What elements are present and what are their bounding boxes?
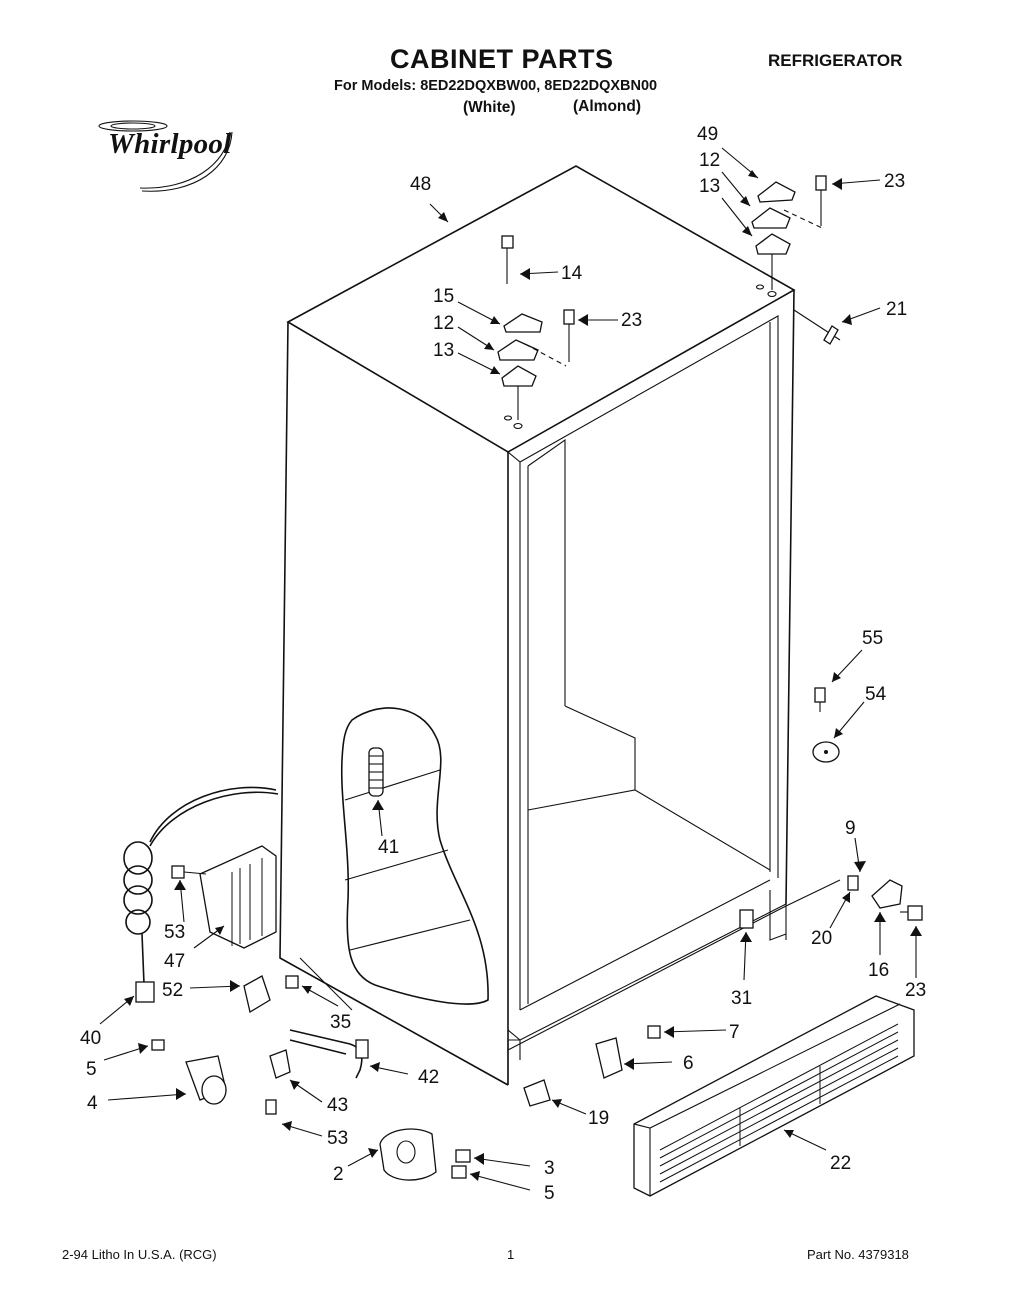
bracket-6 [595,1025,661,1079]
brand-logo-swoosh [98,120,233,192]
right-bottom-brackets [739,875,923,929]
center-top-hinge-assembly [497,235,575,430]
plug-21 [823,325,839,345]
callout-42: 42 [418,1067,439,1088]
cabinet-body [279,165,841,1086]
side-panel-cutaway [340,707,489,1005]
callout-labels: 48 49 12 13 23 14 15 12 13 23 21 55 54 4… [80,124,926,1204]
callout-48: 48 [410,174,431,195]
callout-41: 41 [378,837,399,858]
power-cord-40 [123,786,279,1003]
callout-23-lower: 23 [905,980,926,1001]
callout-9: 9 [845,818,856,839]
callout-53-lower: 53 [327,1128,348,1149]
clip-19 [523,1079,551,1107]
stop-54 [812,741,840,763]
page-title: CABINET PARTS [390,44,614,74]
callout-49: 49 [697,124,718,145]
callout-12-upper: 12 [699,150,720,171]
callout-2: 2 [333,1164,344,1185]
upper-right-hinge-assembly [751,175,827,298]
callout-23-upper: 23 [884,171,905,192]
callout-47: 47 [164,951,185,972]
callout-22: 22 [830,1153,851,1174]
callout-55: 55 [862,628,883,649]
callout-5-left: 5 [86,1059,97,1080]
part-number: Part No. 4379318 [807,1247,909,1262]
callout-4: 4 [87,1093,98,1114]
callout-3: 3 [544,1158,555,1179]
callout-35: 35 [330,1012,351,1033]
leader-lines [99,147,922,1191]
spring-41 [368,747,384,797]
callout-19: 19 [588,1108,609,1129]
callout-14: 14 [561,263,583,284]
bracket-52 [243,975,299,1014]
callout-16: 16 [868,960,889,981]
callout-20: 20 [811,928,832,949]
callout-43: 43 [327,1095,348,1116]
callout-53-upper: 53 [164,922,185,943]
page-number: 1 [507,1247,515,1262]
callout-40: 40 [80,1028,101,1049]
callout-13-upper: 13 [699,176,720,197]
water-tube-42 [265,1029,369,1115]
callout-31: 31 [731,988,752,1009]
callout-7: 7 [729,1022,740,1043]
callout-23-center: 23 [621,310,642,331]
callout-6: 6 [683,1053,694,1074]
leveling-screw-55 [814,687,826,712]
model-numbers: For Models: 8ED22DQXBW00, 8ED22DQXBN00 [334,78,658,94]
callout-12-center: 12 [433,313,454,334]
caster-bracket-2 [379,1128,471,1181]
callout-21: 21 [886,299,907,320]
toe-grille-22 [633,995,915,1197]
caster-4 [151,1039,227,1105]
variant-white-label: (White) [463,99,516,116]
electrical-box-47 [171,845,277,949]
print-info: 2-94 Litho In U.S.A. (RCG) [62,1247,217,1262]
callout-15: 15 [433,286,454,307]
callout-54: 54 [865,684,887,705]
brand-logo: Whirlpool [108,128,232,160]
callout-5-right: 5 [544,1183,555,1204]
callout-52: 52 [162,980,183,1001]
callout-13-center: 13 [433,340,454,361]
appliance-category: REFRIGERATOR [768,51,903,70]
variant-almond-label: (Almond) [573,98,642,115]
